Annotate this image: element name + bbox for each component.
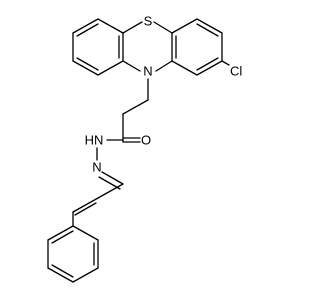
ring-nitrogen-atom-label: N [143, 63, 152, 78]
bond [122, 60, 141, 72]
bond [97, 183, 124, 199]
bond [76, 57, 99, 71]
bond [171, 18, 198, 34]
atom-labels: S N Cl O HN N [85, 13, 243, 174]
bond [196, 23, 219, 37]
bond [51, 264, 74, 278]
bond [171, 60, 198, 76]
bond [72, 267, 99, 283]
bond [72, 60, 99, 76]
bond [101, 171, 124, 185]
bond [76, 23, 99, 37]
bond [122, 21, 143, 34]
bond [97, 60, 124, 76]
bond [221, 60, 230, 66]
carbonyl-oxygen-atom-label: O [141, 132, 151, 147]
bond [72, 225, 99, 241]
bond [51, 230, 74, 244]
molecule-structure: S N Cl O HN N [47, 13, 243, 283]
bond [97, 18, 124, 34]
bond [72, 18, 99, 34]
sulfur-atom-label: S [144, 13, 153, 28]
amide-nh-atom-label: HN [85, 132, 104, 147]
bond [155, 60, 173, 72]
bond [47, 267, 74, 283]
bond [196, 57, 219, 71]
bond [122, 99, 149, 115]
hydrazone-nitrogen-atom-label: N [92, 159, 101, 174]
bond [72, 197, 99, 213]
bond [196, 60, 223, 76]
bonds [47, 18, 230, 283]
bond [74, 202, 97, 216]
bond [47, 225, 74, 241]
bond [196, 18, 223, 34]
bond [153, 21, 173, 34]
chlorine-atom-label: Cl [230, 63, 242, 78]
